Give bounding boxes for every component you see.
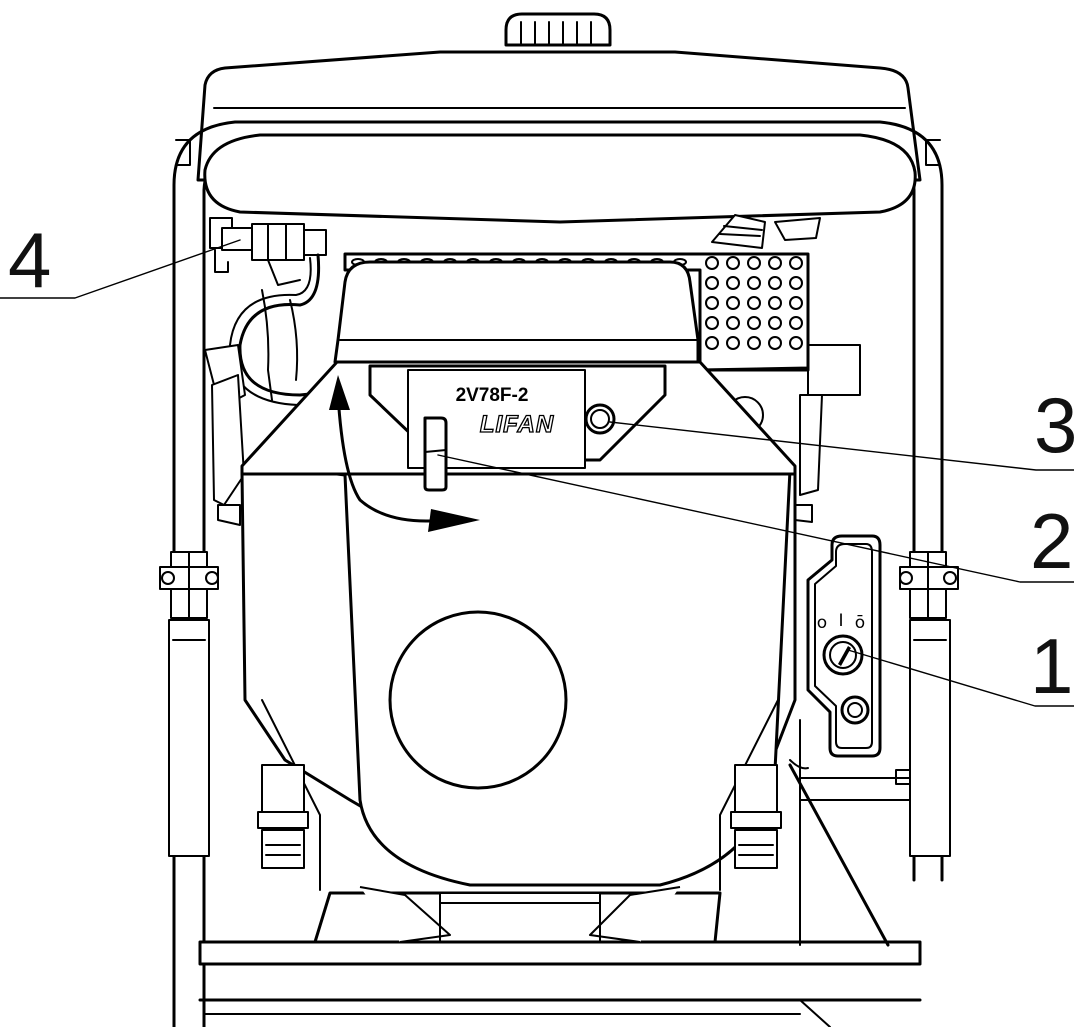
shield-hole: [789, 336, 803, 350]
shield-hole: [768, 276, 782, 290]
shield-hole: [705, 276, 719, 290]
shield-hole: [747, 296, 761, 310]
ignition-off-symbol: o: [817, 613, 827, 633]
shield-hole: [726, 336, 740, 350]
shield-hole: [789, 316, 803, 330]
shield-hole: [726, 276, 740, 290]
ignition-on-symbol: I: [838, 611, 843, 631]
ignition-start-symbol: ō: [855, 613, 865, 633]
shield-hole: [726, 256, 740, 270]
right-mount: [899, 551, 959, 857]
shield-hole: [705, 336, 719, 350]
shield-hole: [789, 276, 803, 290]
callout-4: 4: [8, 216, 51, 304]
ignition-panel: o I ō: [806, 534, 882, 758]
leader-line-4: [0, 239, 241, 299]
callout-1: 1: [1030, 622, 1073, 710]
shield-hole: [747, 256, 761, 270]
fuel-cap: [504, 12, 612, 47]
shield-hole: [768, 316, 782, 330]
shield-hole: [768, 336, 782, 350]
shield-hole: [747, 336, 761, 350]
leader-line-2: [437, 454, 1074, 583]
shield-hole: [768, 296, 782, 310]
shield-hole: [705, 256, 719, 270]
shield-hole: [768, 256, 782, 270]
shield-hole: [747, 276, 761, 290]
callout-2: 2: [1030, 497, 1073, 585]
callout-3: 3: [1034, 381, 1074, 469]
fuel-valve-assembly: [204, 217, 332, 526]
left-mount: [159, 551, 219, 857]
engine-base: [257, 764, 782, 944]
shield-hole: [789, 256, 803, 270]
shield-hole: [705, 296, 719, 310]
shield-hole: [726, 316, 740, 330]
shield-hole: [747, 316, 761, 330]
frame: [172, 120, 944, 1029]
engine-model-label: 2V78F-2: [456, 385, 529, 406]
callout-numbers: 4 3 2 1: [8, 216, 1074, 710]
shield-hole: [789, 296, 803, 310]
engine-shroud: 2V78F-2 LIFAN: [240, 260, 797, 891]
shield-hole: [726, 296, 740, 310]
brand-logo-text: LIFAN: [480, 411, 554, 438]
leader-line-1: [847, 649, 1074, 707]
shield-hole: [705, 316, 719, 330]
leader-line-3: [609, 421, 1074, 471]
leader-lines: [0, 239, 1074, 707]
